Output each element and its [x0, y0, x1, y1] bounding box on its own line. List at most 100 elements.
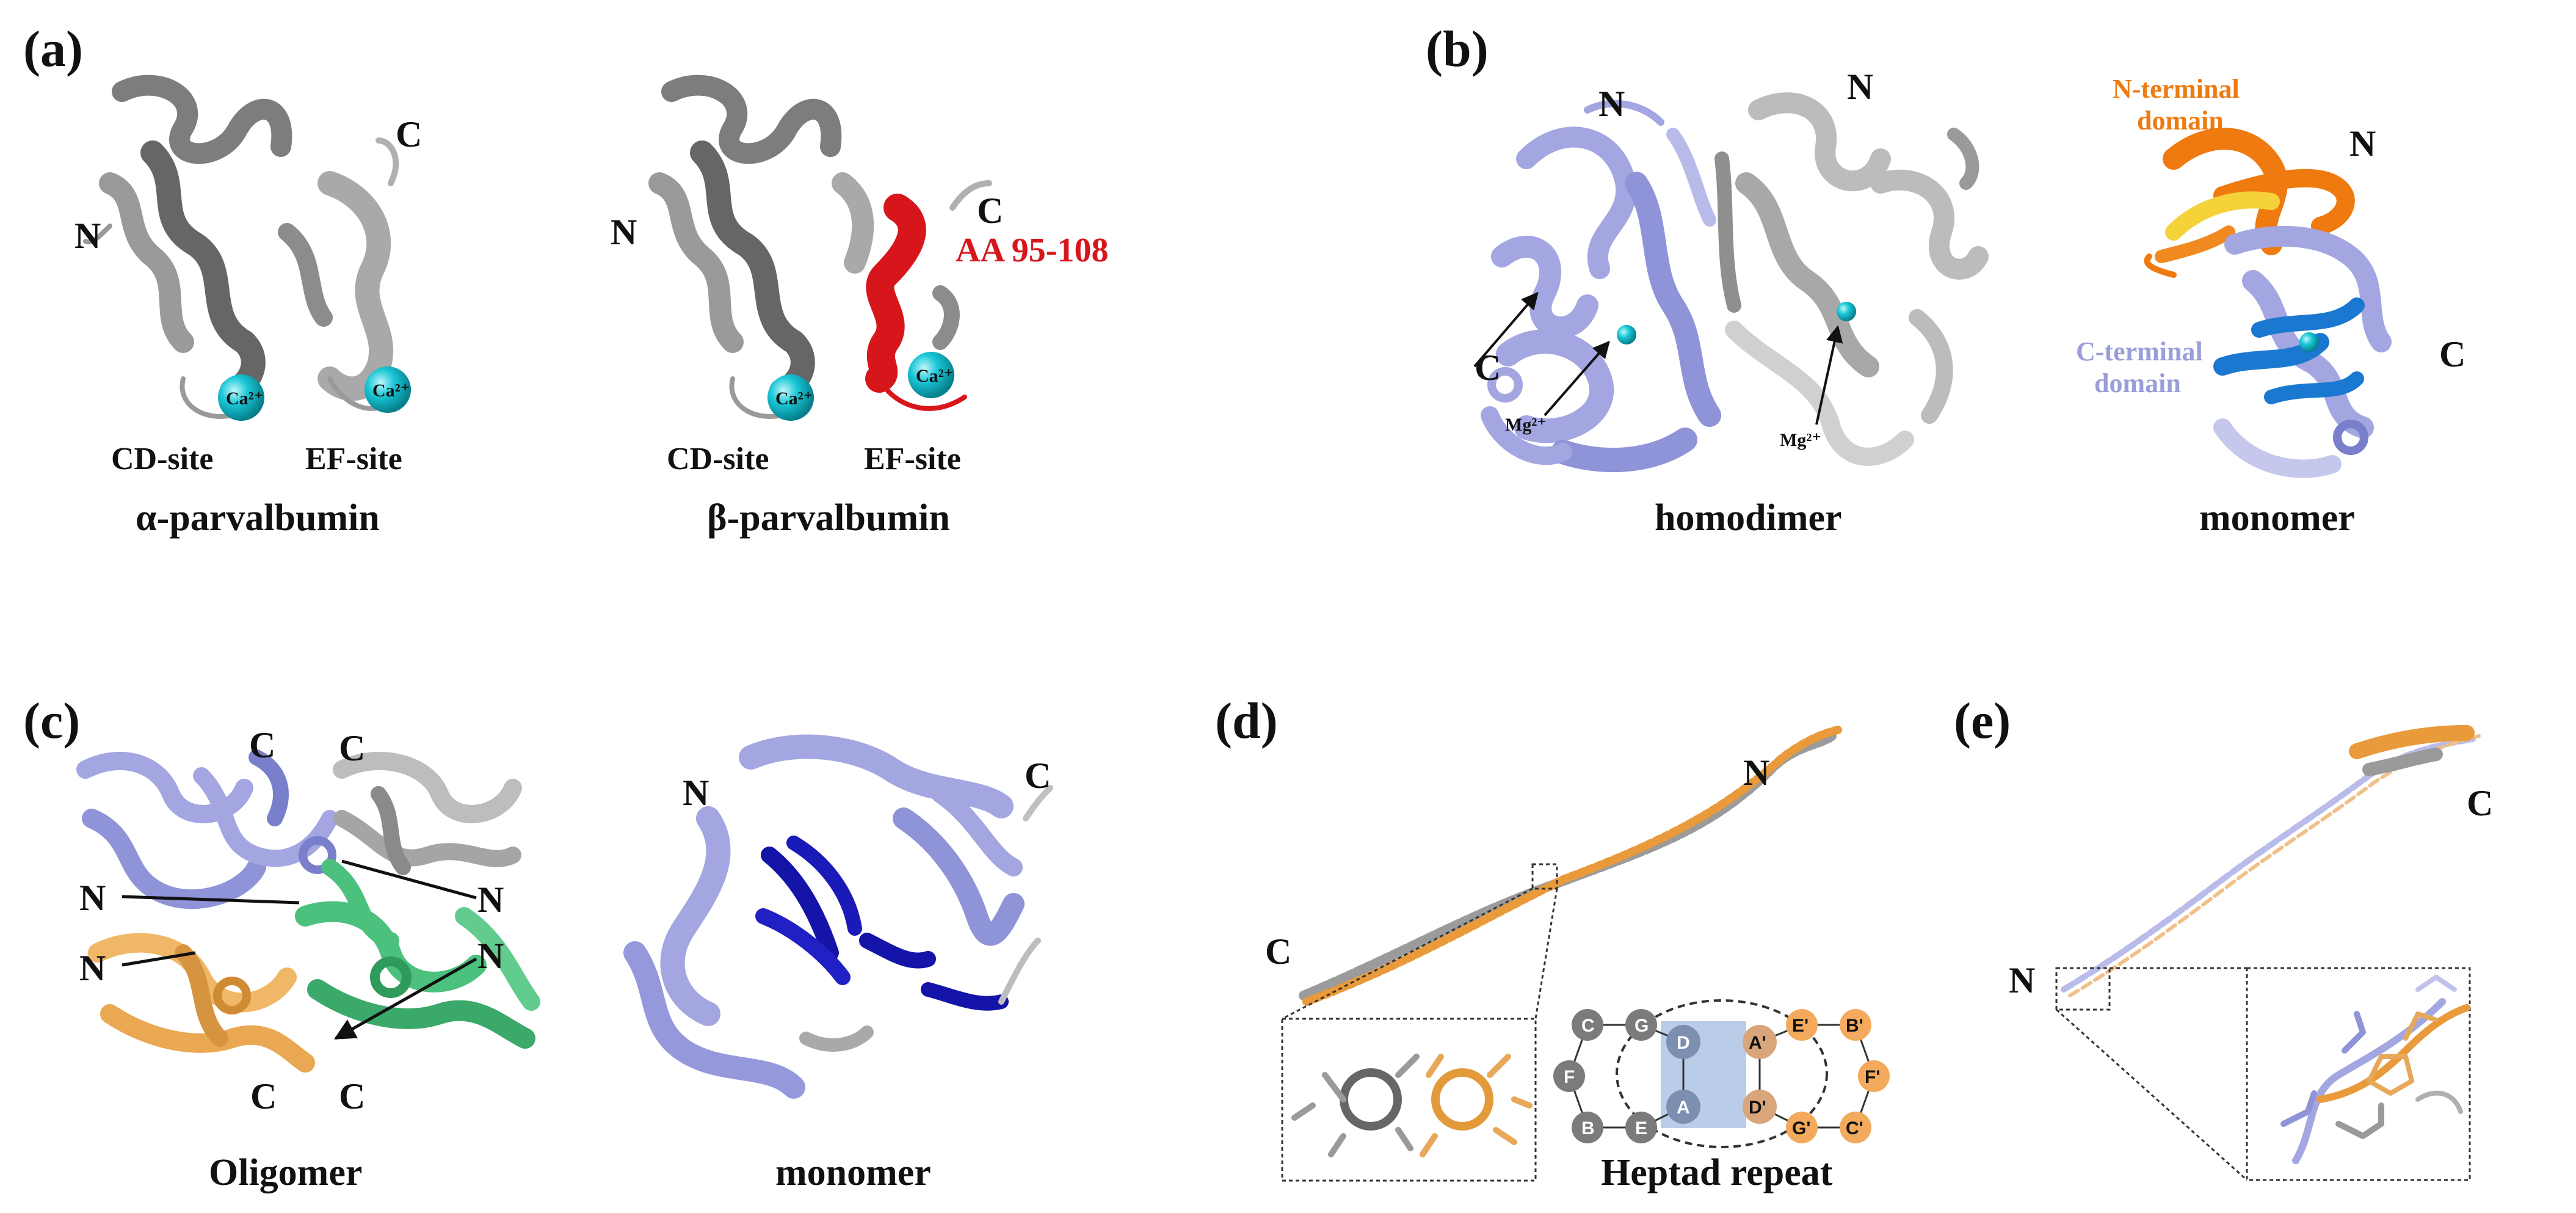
c-terminus-label: C [249, 725, 275, 765]
zoom-guide-line [1534, 888, 1558, 1019]
c-terminus-label: C [1475, 348, 1501, 388]
n-terminus-label: N [1847, 67, 1873, 107]
cd-site-label: CD-site [667, 442, 769, 476]
homodimer-subunit-gray [1714, 92, 1989, 466]
panel-b-label: (b) [1426, 21, 1489, 78]
calcium-ion [908, 352, 954, 398]
heptad-node-label: A [1677, 1098, 1690, 1118]
region-label: AA 95-108 [956, 231, 1108, 269]
panel-b: (b) N N C Mg²⁺ [1426, 21, 2465, 539]
n-terminus-label: N [2009, 960, 2035, 1000]
c-terminus-label: C [1265, 931, 1291, 972]
c-domain-label: C-terminal [2076, 337, 2203, 366]
n-terminus-label: N [683, 773, 709, 813]
panel-a-label: (a) [23, 21, 83, 78]
pointer-arrow [1815, 325, 1843, 425]
c-terminus-label: C [339, 728, 365, 768]
pointer-line [122, 895, 300, 905]
coiled-coil [1299, 726, 1842, 1006]
ion-label: Ca²⁺ [775, 388, 813, 409]
n-terminus-label: N [2349, 123, 2376, 164]
n-terminus-label: N [1743, 752, 1769, 793]
ion-label: Mg²⁺ [1780, 430, 1821, 450]
n-domain-label: N-terminal [2113, 74, 2240, 104]
ion-label: Mg²⁺ [1505, 415, 1547, 435]
n-terminus-label: N [79, 878, 106, 918]
c-domain-label: domain [2094, 368, 2181, 398]
zoom-guide-line [2056, 1008, 2248, 1181]
monomer-b-structure [2144, 128, 2392, 478]
heptad-node-label: C [1581, 1016, 1595, 1036]
monomer-caption: monomer [2199, 497, 2355, 539]
heptad-node-label: E' [1792, 1016, 1809, 1036]
n-terminus-label: N [477, 880, 504, 920]
panel-c: (c) C C [23, 693, 1053, 1193]
helix-overlay [2061, 725, 2481, 997]
heptad-caption: Heptad repeat [1601, 1152, 1833, 1193]
ion-label: Ca²⁺ [372, 381, 410, 401]
heptad-node-label: C' [1846, 1118, 1863, 1138]
helix-cross-section [1291, 1054, 1533, 1157]
heptad-node-label: D [1677, 1033, 1690, 1053]
magnesium-ion [1837, 302, 1856, 321]
monomer-caption: monomer [775, 1152, 931, 1193]
homodimer-subunit-lavender [1481, 100, 1721, 473]
magnesium-ion [1617, 325, 1636, 344]
panel-d: (d) N C C G F B E [1215, 693, 1890, 1193]
c-terminus-label: C [396, 114, 422, 155]
panel-e: (e) N C [1954, 693, 2493, 1181]
calcium-ion [218, 374, 264, 421]
n-terminus-label: N [611, 212, 637, 252]
pointer-arrow [1544, 340, 1610, 417]
heptad-node-label: G' [1792, 1118, 1810, 1138]
zoom-inset [2246, 967, 2471, 1181]
cd-site-label: CD-site [111, 442, 214, 476]
heptad-node-label: B' [1846, 1016, 1863, 1036]
pointer-line [341, 859, 477, 900]
oligomer-structure [76, 749, 540, 1073]
monomer-c-structure [623, 734, 1053, 1099]
heptad-node-label: F' [1865, 1067, 1880, 1087]
c-terminus-label: C [250, 1076, 277, 1116]
heptad-node-label: A' [1749, 1033, 1766, 1053]
beta-parvalbumin-caption: β-parvalbumin [707, 497, 950, 539]
n-terminus-label: N [79, 948, 106, 988]
pointer-line [122, 951, 196, 967]
heptad-node-label: B [1581, 1118, 1595, 1138]
zoom-region-box [2055, 967, 2111, 1011]
zoom-inset [1281, 1018, 1537, 1182]
panel-c-label: (c) [23, 693, 80, 749]
c-terminus-label: C [2439, 334, 2465, 374]
heptad-node-label: G [1634, 1016, 1649, 1036]
n-domain-label: domain [2137, 106, 2224, 136]
calcium-ion [767, 374, 814, 421]
beta-parvalbumin-structure [648, 75, 992, 419]
pointer-arrow [333, 957, 477, 1040]
homodimer-caption: homodimer [1655, 497, 1842, 539]
c-terminus-label: C [977, 191, 1003, 231]
c-terminus-label: C [1025, 756, 1051, 796]
oligomer-caption: Oligomer [209, 1152, 362, 1193]
panel-a: (a) Ca²⁺ Ca²⁺ N C CD-site EF-site α-parv… [23, 21, 1108, 539]
pointer-arrow [1473, 291, 1539, 368]
panel-e-label: (e) [1954, 693, 2011, 749]
zoom-region-box [1531, 863, 1558, 890]
ef-site-label: EF-site [864, 442, 961, 476]
heptad-node-label: D' [1749, 1098, 1766, 1118]
calcium-ion [365, 366, 411, 413]
alpha-parvalbumin-structure [83, 75, 399, 419]
c-terminus-label: C [339, 1076, 365, 1116]
heptad-wheel [1568, 999, 1875, 1148]
alpha-parvalbumin-caption: α-parvalbumin [136, 497, 380, 539]
c-terminus-label: C [2467, 783, 2493, 823]
sidechain-detail [2280, 975, 2470, 1164]
heptad-nodes: C G F B E D A E' B' A' F' D' G' C' [1553, 1009, 1890, 1143]
panel-d-label: (d) [1215, 693, 1278, 749]
zoom-guide-line [1282, 887, 1533, 1020]
ef-site-label: EF-site [305, 442, 402, 476]
ion-label: Ca²⁺ [916, 366, 954, 386]
heptad-node-label: F [1564, 1067, 1575, 1087]
n-terminus-label: N [1598, 84, 1625, 124]
n-terminus-label: N [74, 216, 101, 256]
